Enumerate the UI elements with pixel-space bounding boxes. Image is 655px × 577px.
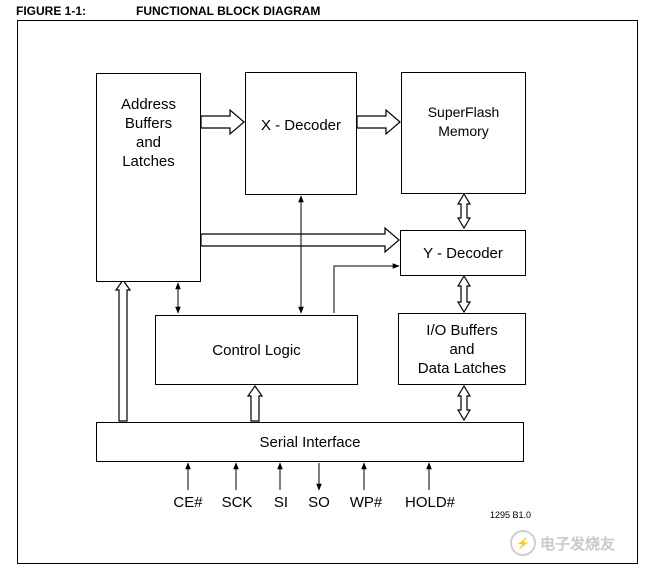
control-logic-block: Control Logic xyxy=(155,315,358,385)
pin-si-label: SI xyxy=(273,494,289,511)
bus-serial-to-control xyxy=(246,384,264,422)
y-decoder-label: Y - Decoder xyxy=(423,244,503,262)
figure-frame xyxy=(17,20,638,564)
address-buffers-block: Address Buffers and Latches xyxy=(96,73,201,282)
x-decoder-block: X - Decoder xyxy=(245,72,357,195)
pin-hold-label: HOLD# xyxy=(404,494,456,511)
watermark-logo-icon: ⚡ xyxy=(510,530,536,556)
control-logic-label: Control Logic xyxy=(212,341,301,359)
y-decoder-block: Y - Decoder xyxy=(400,230,526,276)
bus-io-serial xyxy=(456,384,472,422)
bus-serial-to-address xyxy=(114,278,132,422)
pin-sck-label: SCK xyxy=(221,494,253,511)
bus-ydecoder-io xyxy=(456,274,472,314)
figure-title: FUNCTIONAL BLOCK DIAGRAM xyxy=(136,4,321,18)
serial-interface-block: Serial Interface xyxy=(96,422,524,462)
x-decoder-label: X - Decoder xyxy=(260,117,342,134)
io-buffers-label: I/O Buffers and Data Latches xyxy=(417,321,507,377)
pin-ce-label: CE# xyxy=(173,494,203,511)
pin-so-label: SO xyxy=(308,494,330,511)
bus-memory-ydecoder xyxy=(456,192,472,230)
watermark-text: 电子发烧友 xyxy=(540,535,616,553)
io-buffers-block: I/O Buffers and Data Latches xyxy=(398,313,526,385)
link-control-ydecoder xyxy=(333,263,400,313)
superflash-memory-block: SuperFlash Memory xyxy=(401,72,526,194)
watermark: ⚡ 电子发烧友 xyxy=(510,530,615,556)
serial-interface-label: Serial Interface xyxy=(259,433,361,451)
revision-code: 1295 B1.0 xyxy=(490,510,532,520)
address-buffers-label: Address Buffers and Latches xyxy=(120,95,177,170)
superflash-memory-label: SuperFlash Memory xyxy=(427,104,500,139)
pin-wp-label: WP# xyxy=(349,494,383,511)
figure-number: FIGURE 1-1: xyxy=(16,4,87,18)
bus-xdecoder-to-memory xyxy=(356,108,401,136)
bus-address-to-xdecoder-upper xyxy=(200,108,245,136)
bus-address-to-ydecoder xyxy=(200,226,400,254)
